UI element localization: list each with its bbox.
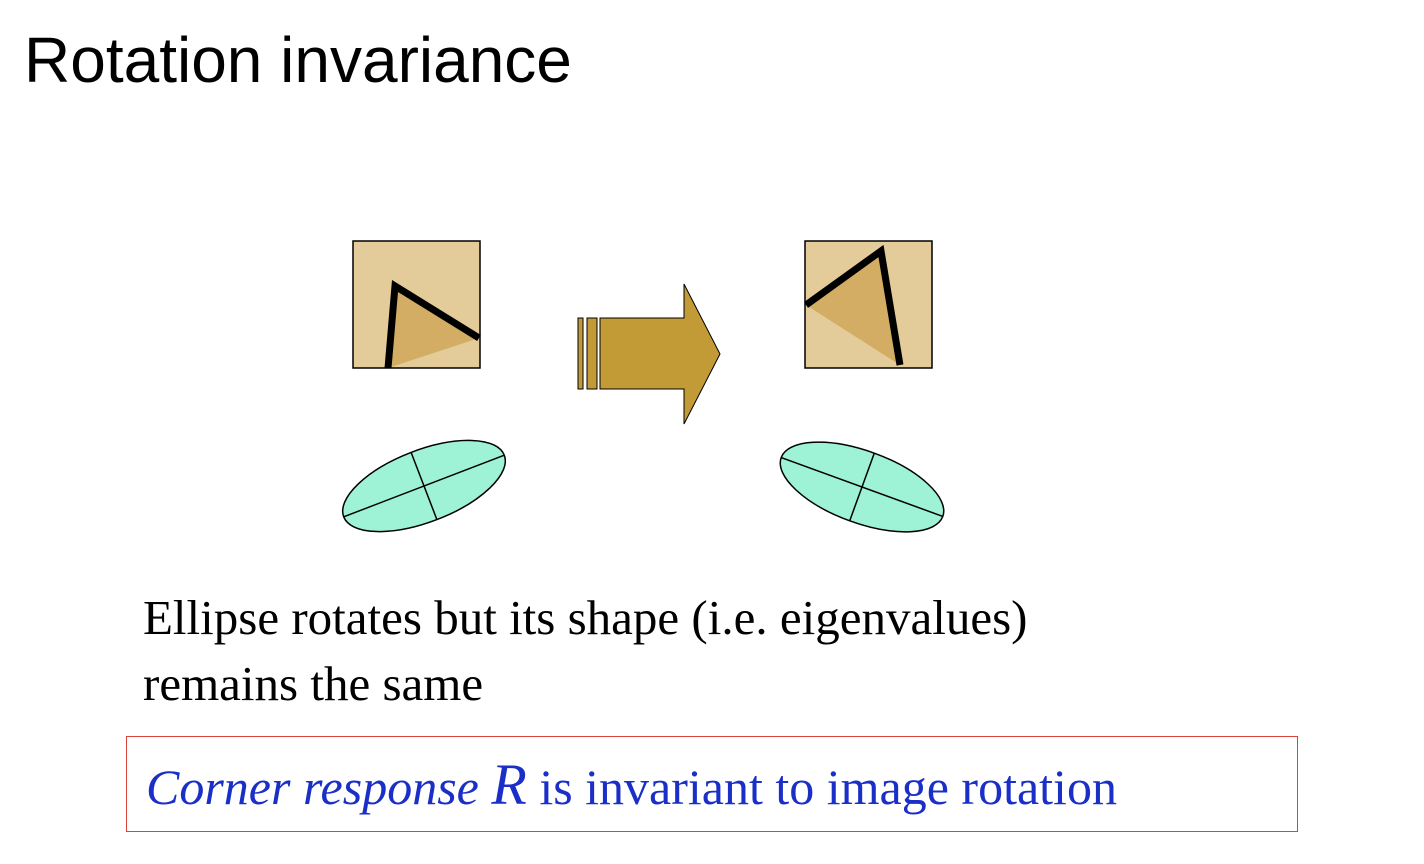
block-arrow-icon [577, 283, 721, 425]
caption: Ellipse rotates but its shape (i.e. eige… [143, 585, 1293, 717]
arrow-stripe-2 [586, 317, 598, 390]
rotated-ellipse-icon [779, 441, 945, 533]
original-corner-edges [384, 280, 481, 369]
rotated-minor-axis [848, 452, 876, 522]
original-minor-axis [410, 452, 438, 520]
callout-italic-text: Corner response [146, 759, 479, 815]
rotated-corner-edges [803, 244, 904, 366]
original-patch [352, 240, 481, 369]
arrow-body [599, 283, 721, 425]
original-ellipse-icon [341, 439, 507, 533]
rotated-corner-wedge [806, 251, 900, 365]
caption-line-2: remains the same [143, 656, 484, 711]
arrow-stripe-1 [577, 317, 584, 390]
rotated-patch [803, 240, 933, 369]
slide-title: Rotation invariance [24, 24, 572, 96]
callout-rest-text: is invariant to image rotation [539, 759, 1117, 815]
original-corner-wedge [388, 286, 479, 368]
callout-symbol: R [491, 752, 527, 817]
callout-box: Corner response R is invariant to image … [126, 736, 1298, 832]
caption-line-1: Ellipse rotates but its shape (i.e. eige… [143, 590, 1028, 645]
